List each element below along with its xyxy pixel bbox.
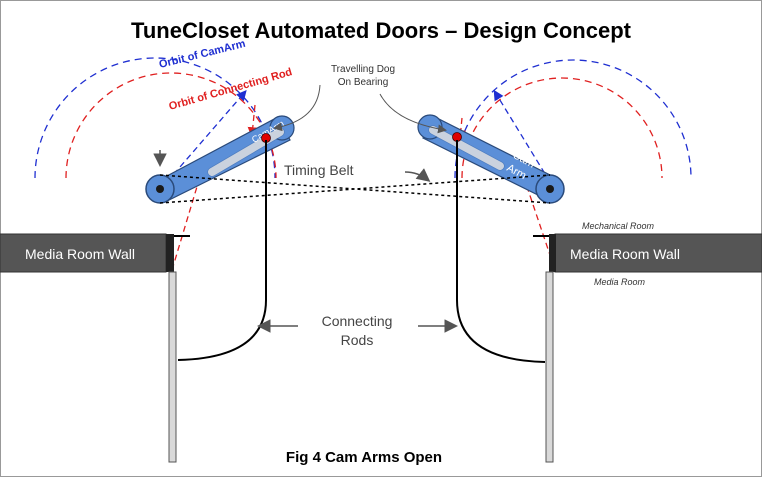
left-connecting-rod — [177, 140, 267, 361]
left-door — [168, 271, 177, 463]
diagram-title: TuneCloset Automated Doors – Design Conc… — [131, 18, 632, 43]
label-travelling-dog-2: On Bearing — [338, 77, 389, 88]
label-orbit-connecting-rod: Orbit of Connecting Rod — [168, 66, 294, 113]
label-mechanical-room: Mechanical Room — [582, 221, 655, 231]
timing-belt — [159, 174, 551, 204]
left-wall — [0, 233, 167, 273]
right-connecting-rod — [456, 140, 546, 363]
label-timing-belt: Timing Belt — [284, 162, 354, 178]
label-connecting-rods-1: Connecting — [322, 313, 393, 329]
right-rod-orbit-arrow — [455, 117, 466, 141]
label-media-room: Media Room — [594, 277, 646, 287]
right-rod-orbit — [461, 77, 663, 179]
right-door — [545, 271, 554, 463]
left-cam-arm: CamArm — [145, 115, 295, 204]
timing-belt-pointer — [404, 168, 431, 182]
left-wall-label: Media Room Wall — [25, 246, 135, 262]
travelling-dog-leader-right — [379, 93, 447, 134]
label-connecting-rods-2: Rods — [341, 332, 374, 348]
figure-caption: Fig 4 Cam Arms Open — [286, 449, 442, 466]
travelling-dog-leader-left — [273, 84, 321, 132]
right-wall — [554, 233, 762, 273]
label-travelling-dog-1: Travelling Dog — [331, 64, 395, 75]
right-wall-label: Media Room Wall — [570, 246, 680, 262]
right-rod-orbit-radius — [517, 159, 552, 259]
right-camarm-orbit-arrow — [493, 89, 551, 183]
left-wall-jamb — [166, 234, 174, 272]
right-cam-arm: Cam Arm — [417, 114, 565, 204]
right-camarm-orbit — [454, 59, 692, 179]
right-wall-jamb — [549, 234, 556, 272]
